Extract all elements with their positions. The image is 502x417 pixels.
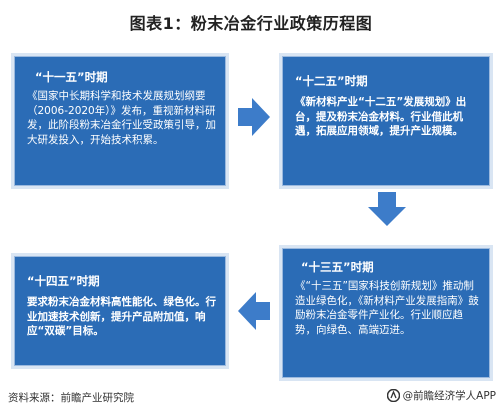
card-text: 《“十三五”国家科技创新规划》推动制造业绿色化，《新材料产业发展指南》鼓励粉末冶… xyxy=(295,280,479,336)
brand-credit: @前瞻经济学人APP xyxy=(386,388,496,403)
card-text: 要求粉末冶金材料高性能化、绿色化。行业加速技术创新，提升产品附加值，响应“双碳”… xyxy=(27,296,216,337)
card-14th-five-year: “十四五”时期 要求粉末冶金材料高性能化、绿色化。行业加速技术创新，提升产品附加… xyxy=(14,256,226,366)
page-title: 图表1：粉末冶金行业政策历程图 xyxy=(129,14,373,33)
arrow-left-icon xyxy=(238,292,270,330)
card-11th-five-year: “十一五”时期 《国家中长期科学和技术发展规划纲要（2006-2020年）》发布… xyxy=(14,56,226,186)
card-12th-five-year: “十二五”时期 《新材料产业“十二五”发展规划》出台，提及粉末冶金材料。行业借此… xyxy=(282,56,490,186)
card-text: 《新材料产业“十二五”发展规划》出台，提及粉末冶金材料。行业借此机遇，拓展应用领… xyxy=(295,96,467,137)
card-13th-five-year: “十三五”时期 《“十三五”国家科技创新规划》推动制造业绿色化，《新材料产业发展… xyxy=(282,248,490,378)
source-note: 资料来源：前瞻产业研究院 xyxy=(8,392,134,404)
card-period: “十一五”时期 xyxy=(35,70,108,84)
arrow-down-icon xyxy=(368,192,406,226)
brand-text: @前瞻经济学人APP xyxy=(402,390,496,402)
brand-logo-icon xyxy=(386,389,400,402)
arrow-right-icon xyxy=(238,98,270,136)
card-period: “十三五”时期 xyxy=(301,260,374,274)
card-period: “十二五”时期 xyxy=(295,74,368,88)
card-period: “十四五”时期 xyxy=(27,274,100,288)
card-text: 《国家中长期科学和技术发展规划纲要（2006-2020年）》发布，重视新材料研发… xyxy=(27,90,216,146)
